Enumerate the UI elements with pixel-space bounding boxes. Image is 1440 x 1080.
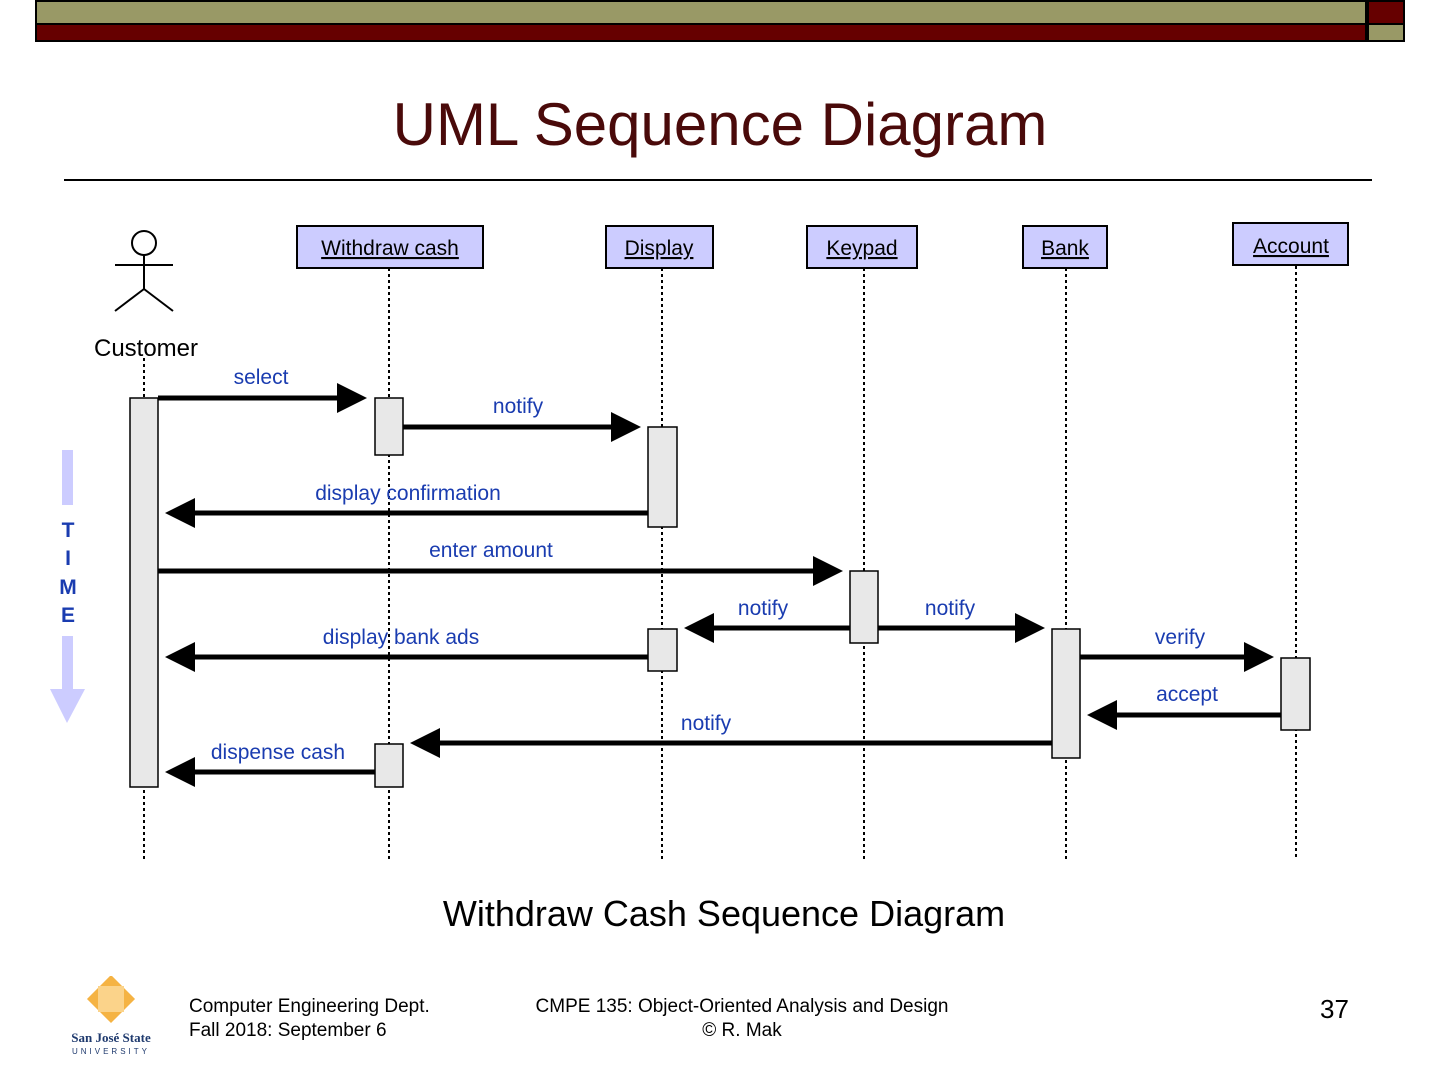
footer-author: © R. Mak [702,1020,782,1041]
header-square-red [1367,0,1405,25]
header-bar-red [35,25,1367,42]
object-box-withdraw-cash [296,225,484,269]
message-label-display-bank-ads: display bank ads [323,626,479,649]
time-arrow-head-icon [50,689,85,723]
sequence-diagram: Customer Withdraw cash Display Keypad Ba… [50,222,1349,860]
activation-display-1 [647,426,678,528]
message-label-dispense-cash: dispense cash [211,741,345,764]
footer-course: CMPE 135: Object-Oriented Analysis and D… [535,996,949,1017]
activation-keypad [849,570,879,644]
message-label-notify-display: notify [493,395,544,418]
object-box-bank [1022,225,1108,269]
time-letter: M [59,576,77,599]
footer-center: CMPE 135: Object-Oriented Analysis and D… [520,995,964,1043]
activation-withdraw-2 [374,743,404,788]
time-arrow: T I M E [50,450,85,723]
message-label-accept: accept [1156,683,1218,706]
stick-figure-icon [114,230,174,312]
message-label-notify-display-2: notify [738,597,789,620]
message-label-notify-withdraw: notify [681,712,732,735]
footer-left: Computer Engineering Dept. Fall 2018: Se… [189,995,430,1043]
time-arrow-shaft-bottom [62,636,73,691]
time-arrow-shaft-top [62,450,73,505]
object-box-display [605,225,714,269]
activation-customer [129,397,159,788]
object-label-account: Account [1253,235,1329,258]
activation-bank [1051,628,1081,759]
activation-display-2 [647,628,678,672]
logo-text-line2: UNIVERSITY [72,1047,150,1056]
slide-title: UML Sequence Diagram [392,91,1048,158]
university-logo: San José State UNIVERSITY [71,976,151,1056]
activation-account [1280,657,1311,731]
header-square-olive [1367,25,1405,42]
actor-label-customer: Customer [94,335,198,362]
header-bar-olive [35,0,1367,25]
object-label-keypad: Keypad [826,237,897,260]
activation-withdraw-1 [374,397,404,456]
message-label-notify-bank: notify [925,597,976,620]
footer-dept: Computer Engineering Dept. [189,996,430,1017]
logo-text-line1: San José State [71,1030,151,1045]
time-letter: I [65,547,71,570]
object-box-account [1232,222,1349,266]
message-label-enter-amount: enter amount [429,539,553,562]
time-letter: T [62,519,75,542]
object-label-withdraw-cash: Withdraw cash [321,237,459,260]
object-box-keypad [806,225,918,269]
message-label-verify: verify [1155,626,1206,649]
object-label-display: Display [625,237,694,260]
time-letter: E [61,604,75,627]
title-divider [64,179,1372,181]
page-number: 37 [1320,994,1349,1024]
sjsu-star-icon [86,976,136,1024]
object-label-bank: Bank [1041,237,1089,260]
message-label-select: select [234,366,289,389]
message-label-display-confirmation: display confirmation [315,482,501,505]
footer-date: Fall 2018: September 6 [189,1020,387,1041]
diagram-caption: Withdraw Cash Sequence Diagram [442,893,1006,934]
